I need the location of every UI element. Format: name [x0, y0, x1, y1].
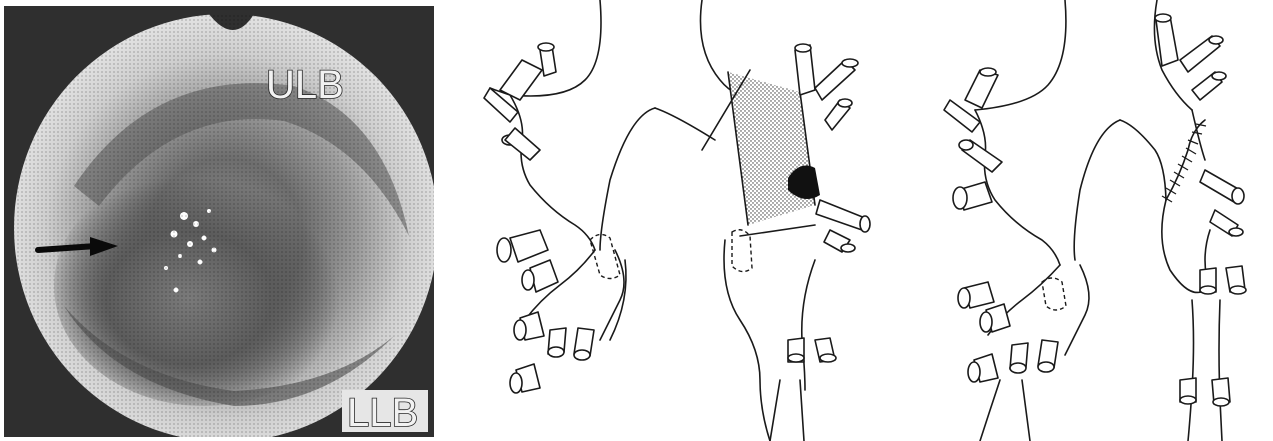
carina-right	[655, 108, 715, 140]
carina-left	[600, 108, 655, 250]
right-bronchial-tree	[1155, 14, 1246, 441]
bronchial-diagram-postoperative	[930, 0, 1273, 441]
label-ulb: ULB	[266, 63, 344, 107]
bronchial-diagram-preoperative	[470, 0, 890, 441]
cut-line-lower	[740, 225, 815, 236]
right-bronchial-tree	[702, 44, 870, 441]
bronchoscopy-photo: ULB LLB	[4, 6, 434, 437]
endoscopic-field	[14, 14, 434, 437]
label-llb: LLB	[347, 391, 418, 435]
left-bronchial-tree	[484, 43, 626, 393]
left-bronchial-tree	[944, 68, 1089, 441]
